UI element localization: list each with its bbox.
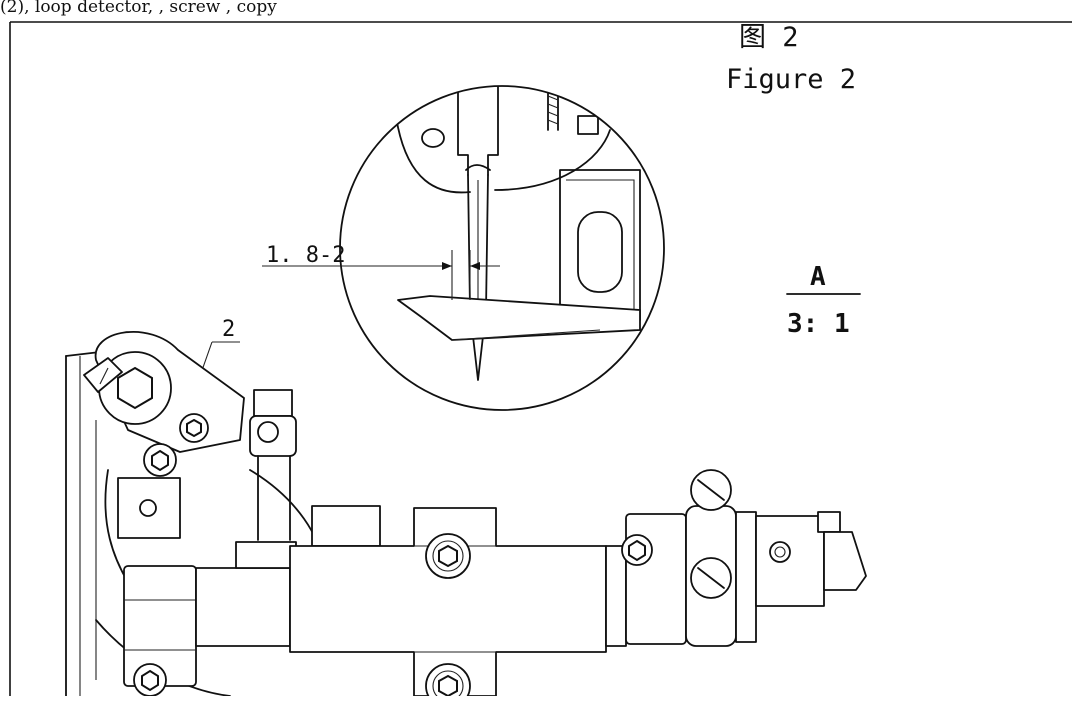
shaft-top-block (311, 505, 381, 547)
needle-bar-left (457, 86, 469, 176)
end-block-hole (769, 541, 791, 563)
arm-hex-socket (117, 366, 153, 410)
detail-label: A (810, 262, 826, 292)
thread-screw (547, 89, 559, 131)
small-block (577, 115, 599, 135)
arm-screw-1-hex (186, 418, 202, 438)
thread-lines (547, 95, 559, 125)
guard-plate (559, 169, 641, 321)
housing-top-edge (65, 351, 101, 357)
clamp-screw-bottom-slot (697, 567, 725, 589)
end-block-hole-inner (774, 546, 786, 558)
collar-screw-hex (141, 669, 159, 692)
end-block (755, 515, 825, 607)
shaft-right-ring (605, 545, 627, 647)
cross-screw-bottom-hex (438, 674, 458, 698)
figure-title-en: Figure 2 (726, 64, 856, 95)
detail-view-circle (339, 85, 665, 411)
callout-number: 2 (222, 317, 235, 342)
plate-arc (394, 109, 471, 194)
bracket-hole (139, 499, 157, 517)
shaft-step (235, 541, 297, 569)
end-block-tab (817, 511, 841, 533)
clamp-ring-side (735, 511, 757, 643)
clamp-screw-top-slot (697, 479, 725, 501)
needle-bar-right (487, 86, 499, 176)
looper-edge (451, 329, 601, 341)
plate-hole (421, 128, 445, 148)
dimension-value: 1. 8-2 (266, 243, 345, 268)
needle-clamp (465, 164, 491, 171)
figure-title-cn: 图 2 (739, 22, 799, 53)
guard-plate-inner (566, 179, 635, 312)
arm-screw-2-hex (151, 449, 169, 472)
arm-clamp-screw (83, 357, 123, 393)
detail-boundary (339, 85, 665, 411)
post-shaft (257, 455, 291, 541)
right-collar (625, 513, 687, 645)
needle (467, 174, 489, 381)
guard-slot (577, 211, 623, 293)
arm-clamp-line (99, 367, 109, 385)
cross-screw-top-ring (432, 540, 464, 572)
dim-arrow-left (442, 262, 452, 270)
end-tip (823, 531, 867, 591)
detail-scale: 3: 1 (787, 309, 850, 339)
mechanism-assembly (65, 330, 867, 701)
main-shaft-left (195, 567, 291, 647)
cross-screw-bottom-ring (432, 670, 464, 701)
top-caption-text: (2), loop detector, , screw , copy (0, 0, 277, 17)
plate-arc-right (494, 129, 611, 191)
looper-blade (397, 295, 641, 341)
post-screw (257, 421, 279, 443)
post-top-cap (253, 389, 293, 417)
cross-screw-top-hex (438, 544, 458, 568)
right-collar-screw-hex (628, 539, 646, 562)
dim-arrow-right (470, 262, 480, 270)
